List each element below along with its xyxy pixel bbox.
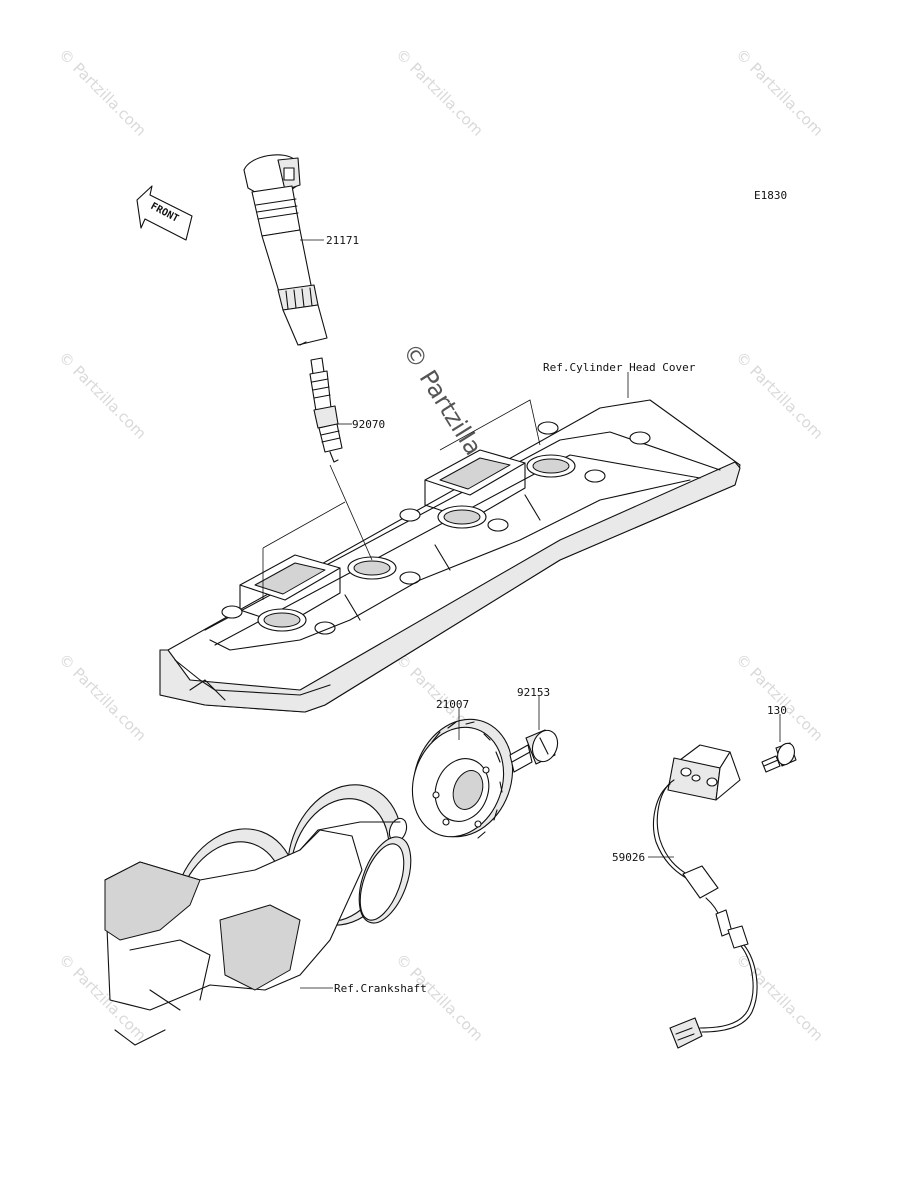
cylinder-head-cover (159, 399, 741, 713)
bolt-92153[interactable] (509, 727, 562, 773)
ignition-coil-21171[interactable] (243, 154, 328, 346)
watermark-tile: © Partzilla.com (732, 45, 827, 140)
part-label-130[interactable]: 130 (767, 704, 787, 717)
bolt-130[interactable] (761, 741, 797, 773)
watermark-tile: © Partzilla.com (732, 950, 827, 1045)
crankshaft (104, 784, 412, 1046)
part-label-21171[interactable]: 21171 (326, 234, 359, 247)
part-label-21007[interactable]: 21007 (436, 698, 469, 711)
timing-rotor-21007[interactable] (397, 705, 528, 851)
watermark-tile: © Partzilla.com (392, 45, 487, 140)
front-arrow-icon: FRONT (136, 185, 193, 241)
watermark-tile: © Partzilla.com (732, 650, 827, 745)
watermark-tile: © Partzilla.com (55, 45, 150, 140)
watermark-tile: © Partzilla.com (732, 348, 827, 443)
watermark-tile: © Partzilla.com (392, 950, 487, 1045)
watermark-tile: © Partzilla.com (55, 650, 150, 745)
part-label-59026[interactable]: 59026 (612, 851, 645, 864)
watermark-tile: © Partzilla.com (55, 348, 150, 443)
part-label-92153[interactable]: 92153 (517, 686, 550, 699)
diagram-code: E1830 (754, 189, 787, 202)
installation-guide-lines (262, 399, 541, 600)
part-label-92070[interactable]: 92070 (352, 418, 385, 431)
spark-plug-92070[interactable] (309, 357, 343, 463)
crankshaft-sensor-59026[interactable] (653, 744, 758, 1049)
ref-cylinder-head-cover[interactable]: Ref.Cylinder Head Cover (543, 361, 696, 374)
ref-crankshaft[interactable]: Ref.Crankshaft (334, 982, 427, 995)
